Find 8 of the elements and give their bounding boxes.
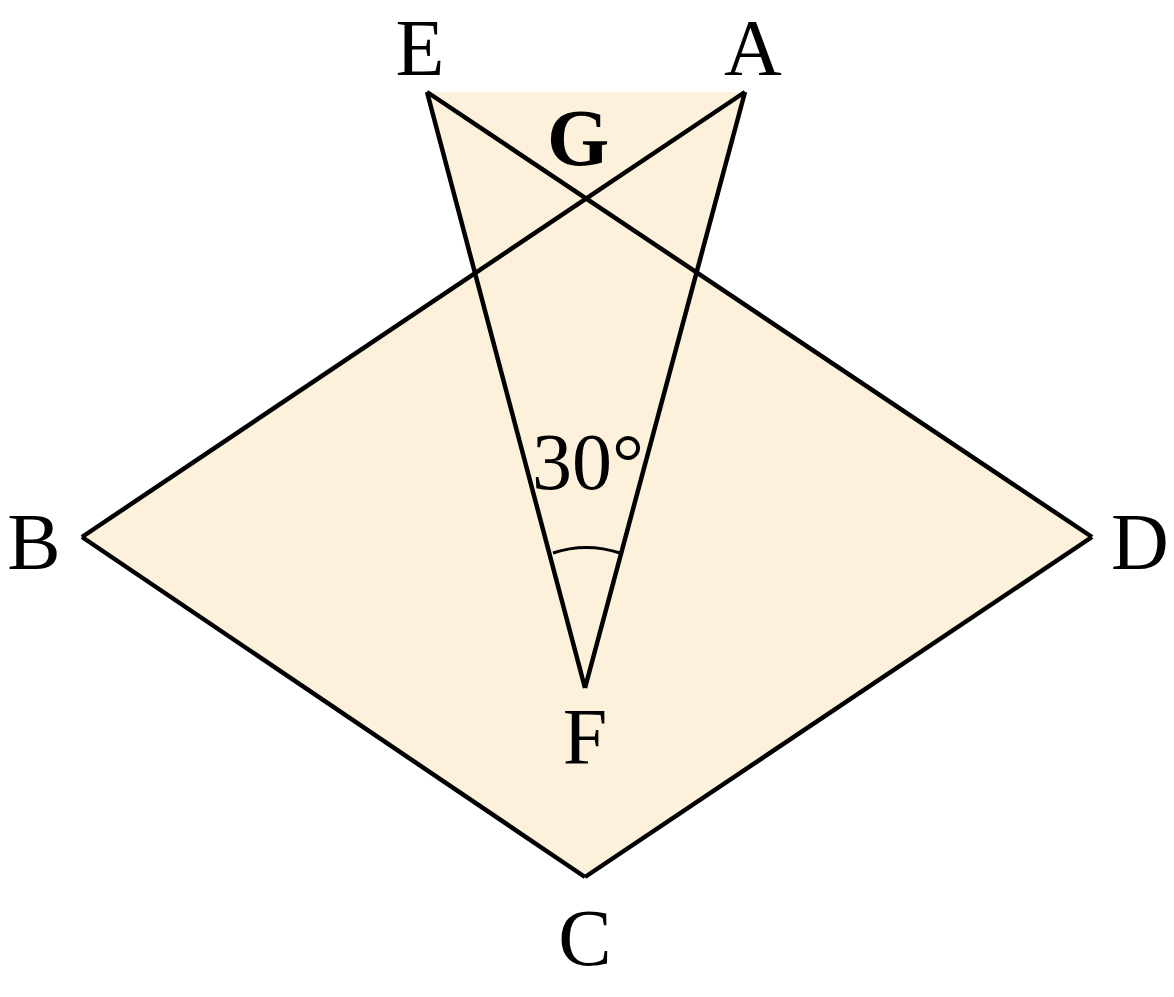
point-label: B	[7, 502, 61, 582]
point-label: F	[562, 697, 608, 777]
point-label: D	[1111, 502, 1169, 582]
angle-label: 30°	[532, 422, 644, 502]
point-label: E	[395, 8, 445, 88]
point-label: G	[546, 98, 610, 178]
point-label: A	[724, 8, 782, 88]
point-label: C	[558, 898, 612, 978]
